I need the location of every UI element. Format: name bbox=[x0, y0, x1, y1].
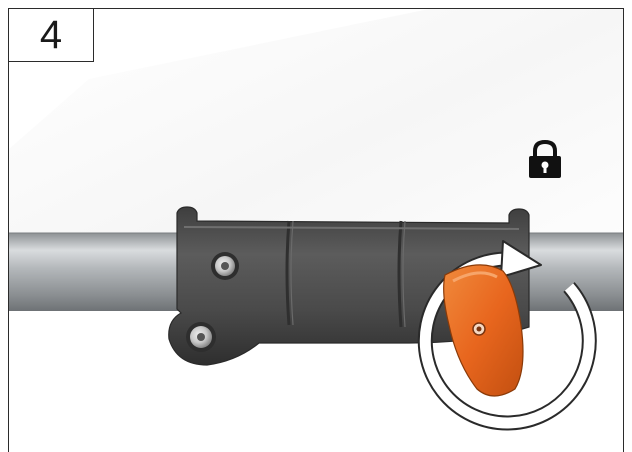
lower-bolt bbox=[186, 322, 216, 352]
step-number-box: 4 bbox=[8, 8, 94, 62]
assembly-illustration bbox=[9, 9, 623, 431]
padlock-locked-icon bbox=[529, 139, 561, 178]
quick-release-lever bbox=[443, 264, 524, 397]
step-frame bbox=[8, 8, 624, 452]
step-number: 4 bbox=[39, 13, 63, 57]
clamp-body bbox=[168, 206, 530, 366]
upper-bolt bbox=[211, 252, 239, 280]
